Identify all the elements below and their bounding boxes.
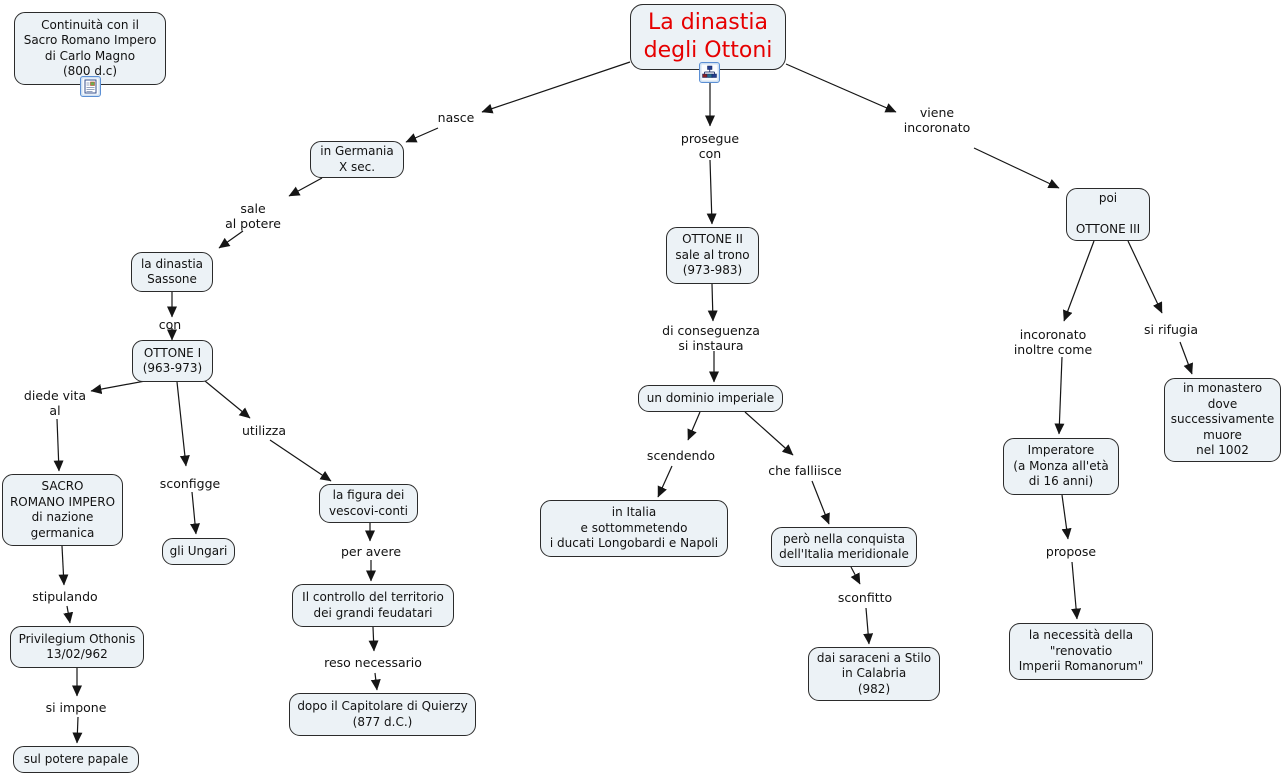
document-image-icon[interactable] — [80, 76, 101, 97]
link-label-che-falliisce[interactable]: che falliisce — [768, 463, 842, 478]
link-label-reso-necessario[interactable]: reso necessario — [324, 655, 422, 670]
link-label-incoronato-inoltre-come[interactable]: incoronato inoltre come — [1013, 327, 1093, 357]
link-label-nasce[interactable]: nasce — [437, 110, 475, 125]
node-renovatio[interactable]: la necessità della "renovatio Imperii Ro… — [1009, 623, 1153, 680]
node-continuita[interactable]: Continuità con il Sacro Romano Impero di… — [14, 12, 166, 85]
link-imperatore-propose-renovatio — [1061, 494, 1082, 620]
node-saraceni-stilo[interactable]: dai saraceni a Stilo in Calabria (982) — [808, 647, 940, 701]
link-dominio-chefalliisce-conquista — [744, 411, 830, 525]
link-title-vieneincoronato-ottone3 — [785, 63, 1060, 189]
link-privilegium-siimpone-papale — [72, 668, 83, 744]
node-potere-papale[interactable]: sul potere papale — [13, 746, 139, 773]
node-imperatore-monza[interactable]: Imperatore (a Monza all'età di 16 anni) — [1003, 438, 1119, 495]
link-label-propose[interactable]: propose — [1045, 544, 1097, 559]
link-sacro-stipulando-privilegium — [58, 545, 74, 624]
link-label-viene-incoronato[interactable]: viene incoronato — [903, 105, 971, 135]
link-controllo-resonecessario-quierzy — [368, 626, 381, 691]
node-title[interactable]: La dinastia degli Ottoni — [630, 4, 786, 70]
node-controllo-territorio[interactable]: Il controllo del territorio dei grandi f… — [292, 584, 454, 627]
concept-map-icon-glyph — [702, 65, 717, 78]
node-germania[interactable]: in Germania X sec. — [310, 141, 404, 178]
link-label-con[interactable]: con — [158, 317, 182, 332]
link-label-per-avere[interactable]: per avere — [340, 544, 402, 559]
node-conquista-meridionale[interactable]: però nella conquista dell'Italia meridio… — [771, 527, 917, 567]
node-dinastia-sassone[interactable]: la dinastia Sassone — [131, 252, 213, 292]
node-ottone1[interactable]: OTTONE I (963-973) — [132, 340, 213, 382]
node-dominio-imperiale[interactable]: un dominio imperiale — [638, 385, 783, 412]
link-title-nasce-germania — [405, 61, 631, 143]
link-label-si-rifugia[interactable]: si rifugia — [1144, 322, 1198, 337]
link-label-scendendo[interactable]: scendendo — [646, 448, 716, 463]
link-label-sale-al-potere[interactable]: sale al potere — [225, 201, 281, 231]
link-label-di-conseguenza[interactable]: di conseguenza si instaura — [662, 323, 760, 353]
link-label-stipulando[interactable]: stipulando — [32, 589, 98, 604]
node-monastero[interactable]: in monastero dove successivamente muore … — [1164, 378, 1281, 462]
node-capitolare-quierzy[interactable]: dopo il Capitolare di Quierzy (877 d.C.) — [289, 693, 476, 736]
link-label-utilizza[interactable]: utilizza — [241, 423, 287, 438]
node-ungari[interactable]: gli Ungari — [162, 538, 235, 565]
link-label-sconfigge[interactable]: sconfigge — [159, 476, 221, 491]
node-privilegium[interactable]: Privilegium Othonis 13/02/962 — [10, 626, 144, 668]
link-ottone1-utilizza-vescovi — [204, 380, 332, 482]
link-vescovi-peravere-controllo — [365, 523, 376, 582]
link-label-si-impone[interactable]: si impone — [45, 700, 107, 715]
link-ottone1-diedevita-sacro — [53, 380, 146, 472]
link-ottone3-sirifugia-monastero — [1127, 240, 1193, 375]
node-italia-ducati[interactable]: in Italia e sottommetendo i ducati Longo… — [540, 500, 728, 557]
link-label-prosegue-con[interactable]: prosegue con — [680, 131, 740, 161]
link-ottone3-incoronatoinoltre-imperatore — [1054, 240, 1095, 435]
node-vescovi-conti[interactable]: la figura dei vescovi-conti — [319, 484, 418, 523]
concept-map-icon[interactable] — [699, 62, 720, 83]
link-conquista-sconfitto-saraceni — [850, 566, 874, 645]
node-ottone2[interactable]: OTTONE II sale al trono (973-983) — [666, 227, 759, 284]
node-sacro-romano-impero[interactable]: SACRO ROMANO IMPERO di nazione germanica — [2, 474, 123, 546]
document-image-icon-glyph — [84, 79, 97, 94]
link-ottone1-sconfigge-ungari — [176, 381, 200, 535]
node-ottone3[interactable]: poi OTTONE III — [1066, 188, 1150, 241]
link-label-sconfitto[interactable]: sconfitto — [837, 590, 893, 605]
link-ottone2-diconseguenza-dominio — [707, 283, 719, 383]
link-label-diede-vita-al[interactable]: diede vita al — [23, 388, 87, 418]
link-dominio-scendendo-italia — [657, 411, 701, 498]
link-germania-sale-sassone — [218, 177, 323, 249]
